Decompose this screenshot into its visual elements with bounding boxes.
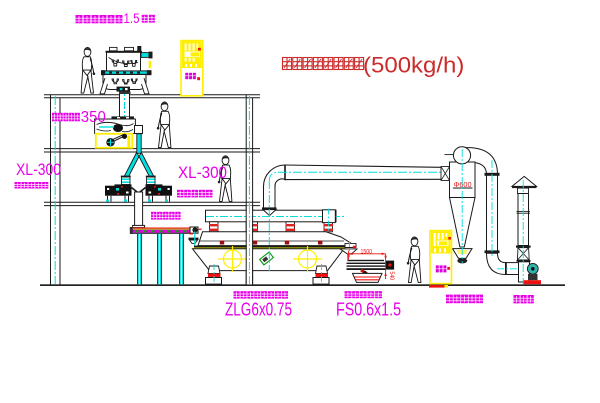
svg-text:XL-300: XL-300 [16, 160, 61, 179]
svg-text:FS0.6x1.5: FS0.6x1.5 [336, 298, 401, 319]
svg-text:ZLG6x0.75: ZLG6x0.75 [225, 298, 292, 319]
svg-text:XL-300: XL-300 [178, 163, 227, 182]
svg-text:1500: 1500 [361, 248, 373, 255]
svg-text:Φ600: Φ600 [454, 182, 472, 189]
svg-text:(500kg/h): (500kg/h) [363, 52, 464, 77]
svg-text:350: 350 [81, 109, 106, 126]
svg-text:540: 540 [388, 272, 395, 281]
svg-text:1.5: 1.5 [124, 10, 140, 26]
